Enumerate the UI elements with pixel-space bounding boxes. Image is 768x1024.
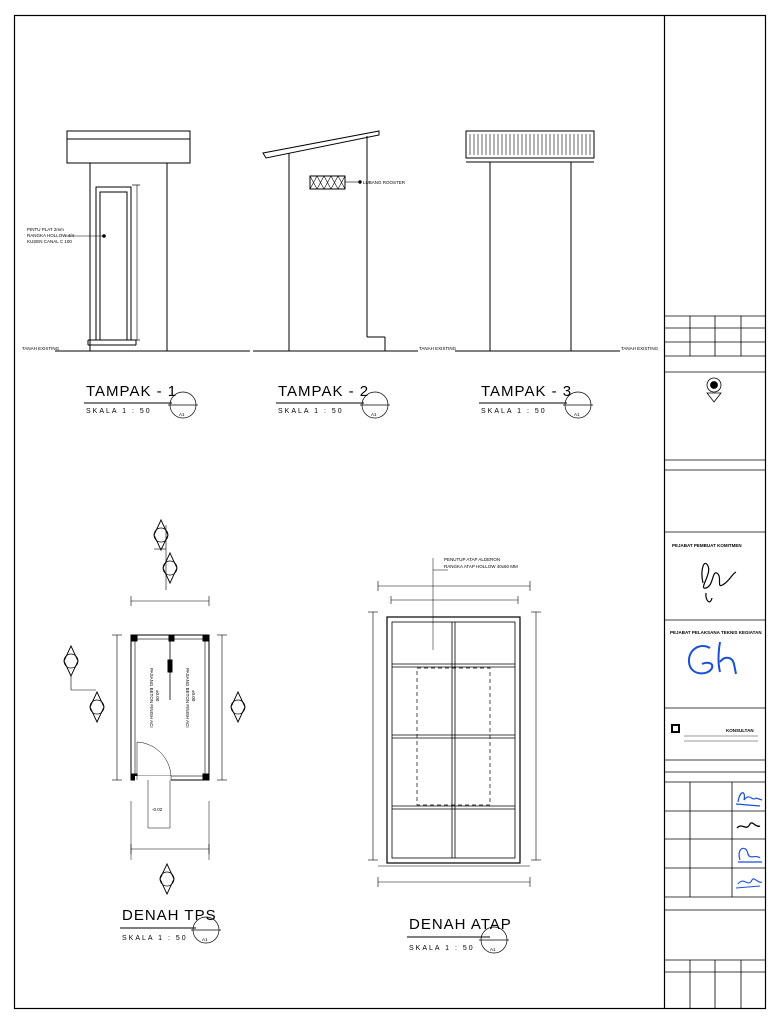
elevation-2 [253, 130, 418, 352]
roster-note: LUBANG ROOSTER [363, 180, 406, 185]
door-note-2: RANGKA HOLLOW 4/4 [27, 233, 75, 238]
floor-note-right: PASANG BETON FINISH ACI [185, 668, 190, 728]
door-note-3: KUSEN CANAL C 100 [27, 239, 72, 244]
consultant-name: KONSULTAN [726, 728, 754, 733]
roof-note-2: RANGKA ATAP HOLLOW 40x60 MM [444, 564, 518, 569]
denah-atap-scale: SKALA 1 : 50 [409, 945, 475, 952]
elevation-3 [455, 130, 620, 352]
door-note-1: PINTU PLAT 2mm [27, 227, 64, 232]
initial-signature-2 [736, 822, 761, 829]
denah-tps-marker: A1 [202, 937, 208, 942]
commitment-officer-label: PEJABAT PEMBUAT KOMITMEN [672, 543, 742, 548]
initial-signature-3 [738, 847, 762, 863]
roof-note-1: PENUTUP ATAP ALDERON [444, 557, 500, 562]
floor-level-right: ±0.00 [191, 690, 196, 702]
floor-plan [63, 518, 246, 896]
roof-plan [368, 558, 541, 887]
title-block [664, 315, 765, 1008]
floor-note-left: PASANG BETON FINISH ACI [149, 668, 154, 728]
technical-officer-label: PEJABAT PELAKSANA TEKNIS KEGIATAN [670, 630, 762, 635]
denah-atap-title: DENAH ATAP [409, 916, 512, 933]
ground-label-1: TANAH EXISTING [22, 346, 60, 351]
ground-label-3: TANAH EXISTING [621, 346, 659, 351]
floor-level-left: ±0.00 [155, 690, 160, 702]
denah-tps-scale: SKALA 1 : 50 [122, 935, 188, 942]
consultant-logo [671, 724, 758, 742]
tampak-3-marker: A1 [574, 412, 580, 417]
sheet-border [13, 14, 767, 1010]
signature-black [701, 562, 737, 603]
step-level: -0.02 [152, 807, 163, 812]
tampak-1-title: TAMPAK - 1 [86, 383, 177, 400]
ground-label-2: TANAH EXISTING [419, 346, 457, 351]
elevation-1 [55, 130, 250, 352]
denah-tps-title: DENAH TPS [122, 907, 217, 924]
agency-logo [706, 377, 722, 403]
signature-blue [687, 641, 737, 675]
denah-atap-marker: A1 [490, 947, 496, 952]
tampak-2-marker: A1 [371, 412, 377, 417]
tampak-1-scale: SKALA 1 : 50 [86, 408, 152, 415]
initial-signature-4 [735, 878, 763, 889]
tampak-3-title: TAMPAK - 3 [481, 383, 572, 400]
tampak-2-title: TAMPAK - 2 [278, 383, 369, 400]
tampak-2-scale: SKALA 1 : 50 [278, 408, 344, 415]
initial-signature-1 [735, 792, 763, 807]
tampak-3-scale: SKALA 1 : 50 [481, 408, 547, 415]
tampak-1-marker: A1 [179, 412, 185, 417]
